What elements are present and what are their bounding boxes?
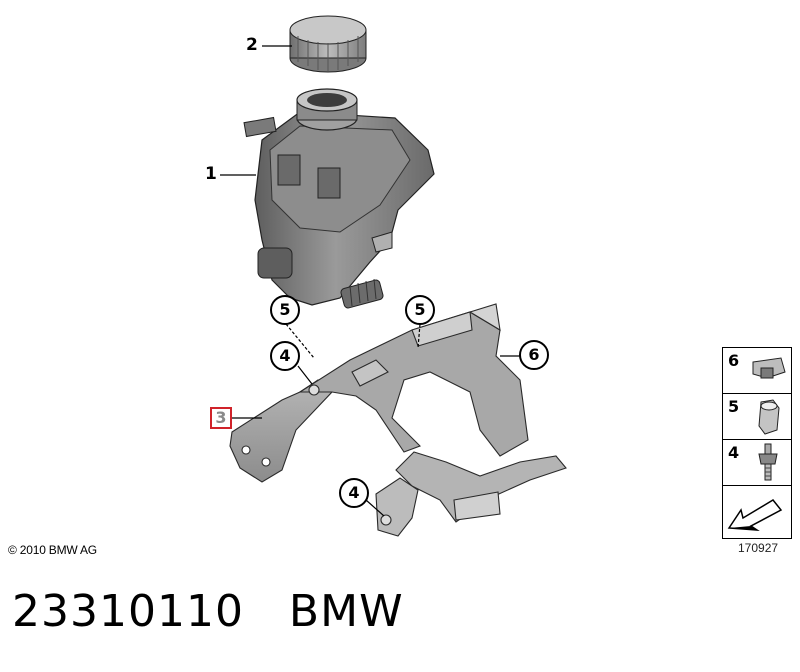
- legend-box: 6 5 4: [722, 347, 792, 539]
- legend-item-5: 5: [723, 394, 791, 440]
- callout-screw-upper: 4: [270, 341, 300, 371]
- callout-nut: 6: [519, 340, 549, 370]
- bracket-part: [229, 303, 567, 537]
- arrow-icon: [727, 499, 783, 531]
- leader-lines: [220, 45, 520, 517]
- expansion-tank-part: [243, 88, 435, 309]
- callout-cap: 2: [246, 35, 258, 55]
- cap-part: [289, 15, 367, 73]
- callout-screw-lower: 4: [339, 478, 369, 508]
- callout-bracket-highlighted[interactable]: 3: [210, 407, 232, 429]
- callout-tank: 1: [205, 164, 217, 184]
- diagram-id: 170927: [738, 541, 779, 555]
- copyright-text: © 2010 BMW AG: [8, 543, 97, 557]
- legend-item-4: 4: [723, 440, 791, 486]
- bolt-icon: [758, 443, 778, 481]
- brand-name: BMW: [288, 586, 404, 637]
- part-number-line: 23310110 BMW: [12, 586, 404, 637]
- callout-clip-top-right: 5: [405, 295, 435, 325]
- clip-nut-icon: [752, 357, 786, 379]
- part-number: 23310110: [12, 586, 244, 637]
- legend-item-6: 6: [723, 348, 791, 394]
- callout-clip-top-left: 5: [270, 295, 300, 325]
- hose-clip-icon: [758, 399, 780, 435]
- diagram-artwork: [220, 15, 567, 537]
- legend-item-arrow: [723, 486, 791, 538]
